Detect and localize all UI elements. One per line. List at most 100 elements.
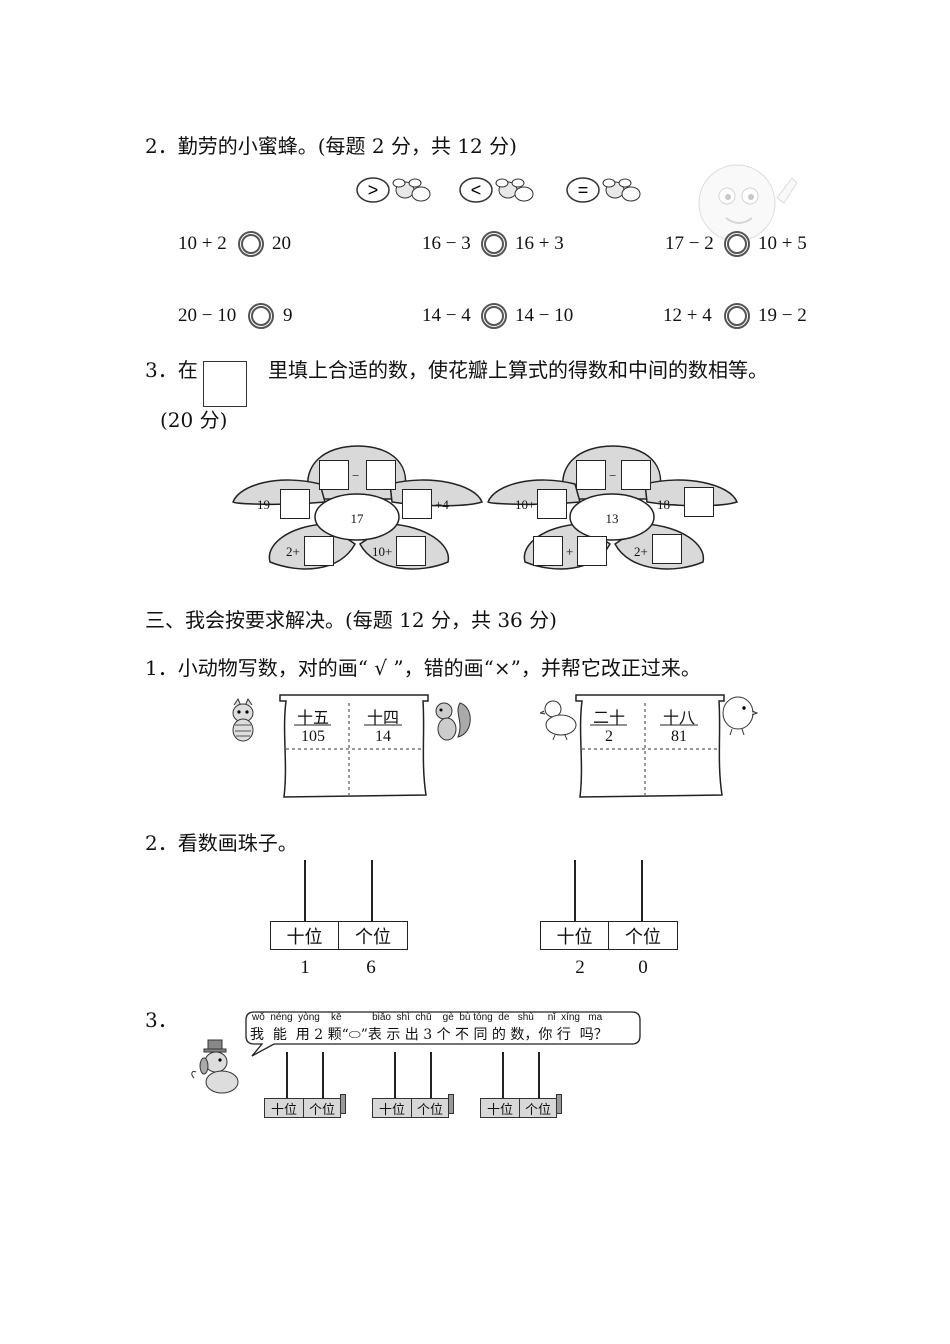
number-board: 十五 105 十四 14 [276, 693, 432, 800]
tens-rod[interactable] [502, 1052, 504, 1098]
written-number: 81 [671, 728, 687, 745]
cmp-right: 20 [272, 233, 291, 254]
petal-label: 19− [257, 497, 278, 512]
flower-1: 17 − 19− +4 2+ 10+ [230, 444, 485, 576]
answer-box[interactable] [577, 536, 607, 566]
answer-box[interactable] [280, 489, 310, 519]
answer-circle[interactable] [238, 231, 264, 257]
ones-digit: 6 [366, 957, 376, 978]
answer-box[interactable] [537, 489, 567, 519]
tens-label: 十位 [372, 1098, 412, 1118]
cmp-right: 10 + 5 [758, 233, 807, 254]
abacus-2: 十位 个位 2 0 [540, 860, 680, 980]
bee-icon: = [566, 177, 641, 203]
tens-label: 十位 [480, 1098, 520, 1118]
petal-label: +4 [435, 497, 449, 512]
petal-op: + [566, 544, 574, 559]
speech-text: 我 能 用 2 颗“⬭”表 示 出 3 个 不 同 的 数，你 行 吗？ [250, 1027, 608, 1043]
tens-rod[interactable] [304, 860, 306, 922]
number-board: 二十 2 十八 81 [572, 693, 728, 800]
tens-label: 十位 [264, 1098, 304, 1118]
answer-circle[interactable] [481, 231, 507, 257]
number-word: 十八 [662, 708, 695, 727]
bee-greater: > [355, 170, 435, 214]
q3-score: (20 分) [160, 408, 228, 432]
pinyin-line: wǒ néng yòng kē biǎo shì chū gè bù tóng … [252, 1012, 603, 1023]
mini-abacus: 十位 个位 [264, 1052, 348, 1122]
bee-symbol: > [368, 180, 379, 200]
ones-rod[interactable] [322, 1052, 324, 1098]
tens-rod[interactable] [574, 860, 576, 922]
cat-icon [226, 697, 260, 747]
ones-rod[interactable] [371, 860, 373, 922]
written-number: 14 [375, 728, 391, 745]
flower-2: 13 − 10+ 18− + 2+ [485, 444, 740, 576]
answer-box[interactable] [684, 487, 714, 517]
number-word: 二十 [592, 708, 625, 727]
tens-rod[interactable] [394, 1052, 396, 1098]
answer-circle[interactable] [724, 303, 750, 329]
answer-box[interactable] [402, 489, 432, 519]
ones-rod[interactable] [430, 1052, 432, 1098]
ones-digit: 0 [638, 957, 648, 978]
bee-symbol: = [578, 180, 589, 200]
cmp-left: 20 − 10 [178, 305, 237, 326]
answer-box[interactable] [366, 460, 396, 490]
petal-label: 18− [657, 497, 678, 512]
p2-title: 2．看数画珠子。 [145, 831, 298, 855]
tens-label: 十位 [540, 921, 609, 950]
speech-bubble: wǒ néng yòng kē biǎo shì chū gè bù tóng … [244, 1010, 642, 1057]
answer-circle[interactable] [724, 231, 750, 257]
cmp-right: 16 + 3 [515, 233, 564, 254]
mini-abacus: 十位 个位 [372, 1052, 456, 1122]
written-number: 2 [605, 728, 613, 745]
tens-rod[interactable] [286, 1052, 288, 1098]
ones-label: 个位 [411, 1098, 449, 1118]
cmp-left: 16 − 3 [422, 233, 471, 254]
mini-abacus: 十位 个位 [480, 1052, 564, 1122]
answer-box[interactable] [304, 536, 334, 566]
written-number: 105 [301, 728, 325, 745]
number-word: 十四 [366, 708, 399, 727]
block-side [556, 1094, 562, 1114]
block-side [340, 1094, 346, 1114]
answer-box[interactable] [576, 460, 606, 490]
flower-center: 17 [350, 511, 364, 526]
cmp-left: 12 + 4 [663, 305, 712, 326]
ones-label: 个位 [608, 921, 678, 950]
cmp-right: 9 [283, 305, 293, 326]
bee-icon: > [356, 177, 431, 203]
q3-prefix: 3．在 [145, 358, 198, 382]
block-side [448, 1094, 454, 1114]
tens-digit: 1 [300, 957, 310, 978]
cmp-left: 10 + 2 [178, 233, 227, 254]
example-box [203, 361, 247, 407]
q3-suffix: 里填上合适的数，使花瓣上算式的得数和中间的数相等。 [268, 358, 768, 382]
ones-rod[interactable] [538, 1052, 540, 1098]
tens-digit: 2 [575, 957, 585, 978]
answer-box[interactable] [533, 536, 563, 566]
bee-equal: = [565, 170, 645, 214]
petal-op: − [609, 468, 617, 483]
ones-rod[interactable] [641, 860, 643, 922]
duck-icon [538, 697, 578, 745]
mascot-icon [682, 158, 812, 252]
petal-label: 2+ [634, 544, 648, 559]
cmp-left: 14 − 4 [422, 305, 471, 326]
tens-label: 十位 [270, 921, 339, 950]
answer-circle[interactable] [248, 303, 274, 329]
answer-circle[interactable] [481, 303, 507, 329]
answer-box[interactable] [652, 534, 682, 564]
bee-symbol: < [471, 180, 482, 200]
cmp-right: 19 − 2 [758, 305, 807, 326]
dog-icon [190, 1038, 246, 1102]
section3-title: 三、我会按要求解决。(每题 12 分，共 36 分) [145, 608, 557, 632]
answer-box[interactable] [396, 536, 426, 566]
answer-box[interactable] [319, 460, 349, 490]
petal-op: − [352, 468, 360, 483]
ones-label: 个位 [519, 1098, 557, 1118]
abacus-1: 十位 个位 1 6 [270, 860, 410, 980]
answer-box[interactable] [621, 460, 651, 490]
ones-label: 个位 [303, 1098, 341, 1118]
number-word: 十五 [296, 708, 329, 727]
